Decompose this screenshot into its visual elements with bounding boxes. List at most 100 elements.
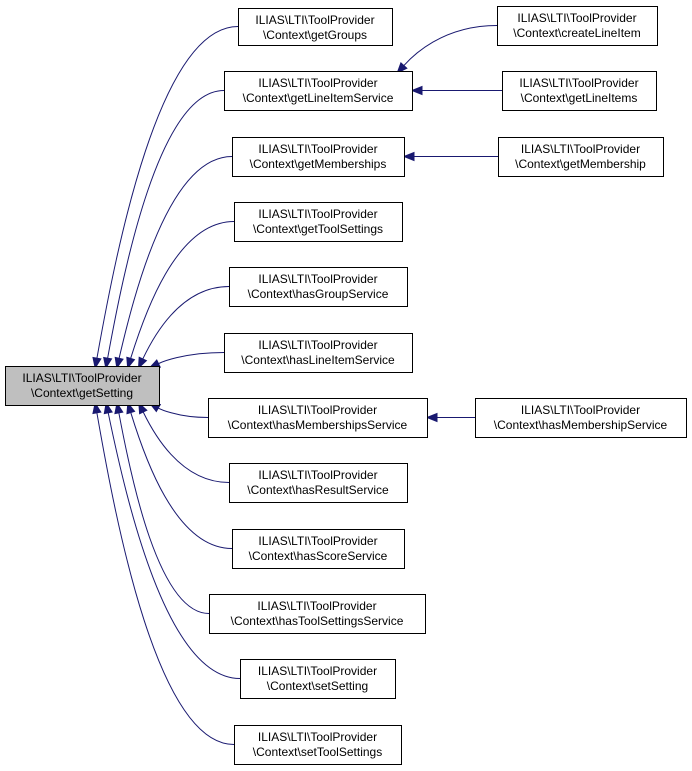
node-label-line1: ILIAS\LTI\ToolProvider [258,664,377,678]
arrowhead [126,356,136,370]
node-get-tool-settings[interactable]: ILIAS\LTI\ToolProvider\Context\getToolSe… [234,202,403,242]
edge-get-groups-to-get-setting [92,26,239,370]
node-box [229,267,408,307]
edge-line [96,412,235,745]
node-box [475,398,687,438]
node-has-membership-service[interactable]: ILIAS\LTI\ToolProvider\Context\hasMember… [475,398,687,438]
node-label-line2: \Context\hasResultService [247,483,389,497]
node-label-line2: \Context\hasMembershipService [494,418,668,432]
node-label-line2: \Context\setSetting [267,679,368,693]
edge-line [142,286,230,360]
edge-has-line-item-service-to-get-setting [148,352,225,369]
edge-line [96,26,239,359]
node-label-line1: ILIAS\LTI\ToolProvider [22,371,141,385]
node-label-line1: ILIAS\LTI\ToolProvider [517,11,636,25]
node-label-line1: ILIAS\LTI\ToolProvider [258,338,377,352]
node-label-line2: \Context\getMemberships [250,157,387,171]
edge-get-line-item-service-to-get-setting [103,90,225,370]
edge-line [118,412,210,614]
node-label-line1: ILIAS\LTI\ToolProvider [521,142,640,156]
node-label-line1: ILIAS\LTI\ToolProvider [258,403,377,417]
node-box [234,202,403,242]
edge-has-membership-service-to-has-memberships-service [425,412,476,423]
arrowhead [114,356,124,370]
node-box [238,8,393,46]
node-box [234,725,402,765]
node-label-line1: ILIAS\LTI\ToolProvider [258,142,377,156]
nodes-layer: ILIAS\LTI\ToolProvider\Context\getSettin… [5,6,687,765]
node-label-line1: ILIAS\LTI\ToolProvider [258,468,377,482]
node-label-line1: ILIAS\LTI\ToolProvider [519,76,638,90]
node-has-score-service[interactable]: ILIAS\LTI\ToolProvider\Context\hasScoreS… [232,529,405,569]
edge-line [403,25,498,66]
node-box [224,71,413,111]
edge-create-line-item-to-get-line-item-service [396,25,498,75]
node-get-membership[interactable]: ILIAS\LTI\ToolProvider\Context\getMember… [498,137,664,177]
node-label-line1: ILIAS\LTI\ToolProvider [258,76,377,90]
node-create-line-item[interactable]: ILIAS\LTI\ToolProvider\Context\createLin… [497,6,658,46]
edge-line [158,407,209,418]
edge-line [107,412,241,679]
arrowhead [137,356,148,370]
node-label-line1: ILIAS\LTI\ToolProvider [258,730,377,744]
edge-line [158,352,225,365]
edge-line [107,90,225,359]
node-box [5,366,160,406]
edge-get-tool-settings-to-get-setting [126,221,235,370]
node-has-result-service[interactable]: ILIAS\LTI\ToolProvider\Context\hasResult… [229,463,408,503]
node-set-setting[interactable]: ILIAS\LTI\ToolProvider\Context\setSettin… [240,659,396,699]
node-box [209,594,426,634]
node-box [240,659,396,699]
edge-line [130,221,235,359]
node-set-tool-settings[interactable]: ILIAS\LTI\ToolProvider\Context\setToolSe… [234,725,402,765]
edge-get-line-items-to-get-line-item-service [410,85,503,96]
node-get-line-items[interactable]: ILIAS\LTI\ToolProvider\Context\getLineIt… [502,71,657,111]
node-label-line1: ILIAS\LTI\ToolProvider [258,534,377,548]
node-label-line2: \Context\createLineItem [513,26,640,40]
edge-line [130,412,233,549]
edge-has-group-service-to-get-setting [137,286,230,370]
node-box [502,71,657,111]
edge-set-tool-settings-to-get-setting [92,401,235,745]
node-get-setting[interactable]: ILIAS\LTI\ToolProvider\Context\getSettin… [5,366,160,406]
node-has-group-service[interactable]: ILIAS\LTI\ToolProvider\Context\hasGroupS… [229,267,408,307]
node-has-line-item-service[interactable]: ILIAS\LTI\ToolProvider\Context\hasLineIt… [224,333,413,373]
node-label-line1: ILIAS\LTI\ToolProvider [258,272,377,286]
node-label-line2: \Context\hasScoreService [249,549,388,563]
node-label-line2: \Context\setToolSettings [253,745,382,759]
arrowhead [92,356,102,370]
node-get-line-item-service[interactable]: ILIAS\LTI\ToolProvider\Context\getLineIt… [224,71,413,111]
edge-line [142,411,230,483]
node-has-memberships-service[interactable]: ILIAS\LTI\ToolProvider\Context\hasMember… [208,398,428,438]
arrowhead [402,151,415,162]
node-label-line1: ILIAS\LTI\ToolProvider [258,207,377,221]
node-label-line2: \Context\hasMembershipsService [228,418,408,432]
node-label-line2: \Context\getGroups [263,28,367,42]
node-box [229,463,408,503]
node-has-tool-settings-service[interactable]: ILIAS\LTI\ToolProvider\Context\hasToolSe… [209,594,426,634]
node-label-line1: ILIAS\LTI\ToolProvider [521,403,640,417]
node-label-line2: \Context\getLineItemService [243,91,394,105]
arrowhead [410,85,423,96]
node-get-memberships[interactable]: ILIAS\LTI\ToolProvider\Context\getMember… [232,137,405,177]
edge-has-tool-settings-service-to-get-setting [114,401,210,614]
node-label-line2: \Context\hasLineItemService [241,353,395,367]
node-label-line2: \Context\getToolSettings [253,222,383,236]
node-get-groups[interactable]: ILIAS\LTI\ToolProvider\Context\getGroups [238,8,393,46]
edge-get-memberships-to-get-setting [114,156,233,370]
node-label-line1: ILIAS\LTI\ToolProvider [257,599,376,613]
node-label-line2: \Context\getLineItems [521,91,638,105]
node-box [224,333,413,373]
edge-has-score-service-to-get-setting [126,401,233,549]
edge-line [118,156,233,359]
node-label-line2: \Context\hasToolSettingsService [231,614,404,628]
arrowhead [396,62,408,75]
node-box [232,529,405,569]
node-box [498,137,664,177]
arrowhead [103,356,113,370]
node-label-line2: \Context\hasGroupService [248,287,389,301]
node-box [232,137,405,177]
node-label-line1: ILIAS\LTI\ToolProvider [255,13,374,27]
edge-get-membership-to-get-memberships [402,151,498,162]
